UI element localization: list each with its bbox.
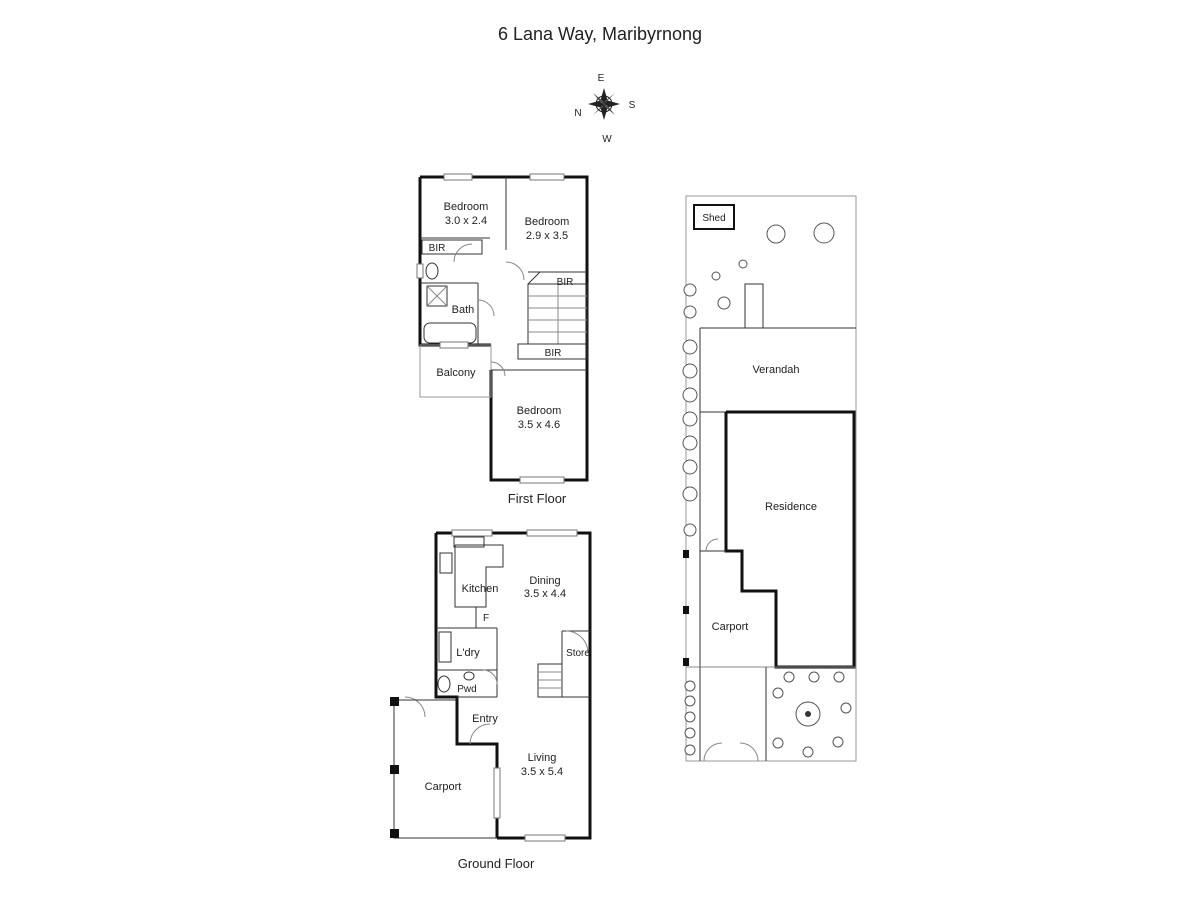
site-residence-label: Residence: [765, 501, 817, 513]
compass-west-label: W: [602, 134, 612, 145]
gf-entry-label: Entry: [472, 713, 498, 725]
toilet-icon: [425, 262, 439, 280]
bir-cupboard-1: [421, 239, 483, 255]
gf-powder-label: Pwd: [457, 684, 476, 695]
first-floor-caption: First Floor: [508, 491, 567, 506]
residence-outline: [724, 410, 856, 669]
site-shed-label: Shed: [702, 213, 725, 224]
gf-living-size: 3.5 x 5.4: [521, 766, 563, 778]
kitchen-sink-icon: [453, 536, 485, 548]
ff-bedroom1-size: 3.0 x 2.4: [445, 215, 487, 227]
path-outline: [744, 283, 764, 329]
compass-south-label: S: [629, 100, 636, 111]
ff-bedroom2-name: Bedroom: [525, 216, 570, 228]
gf-kitchen-label: Kitchen: [462, 583, 499, 595]
basin-icon: [463, 671, 475, 681]
gf-carport-label: Carport: [425, 781, 462, 793]
ground-toilet-icon: [437, 675, 451, 693]
ff-bir2-label: BIR: [557, 277, 574, 288]
bathtub-icon: [423, 322, 477, 344]
gf-fridge-label: F: [483, 613, 489, 624]
ground-floor-plan: [390, 529, 592, 842]
gf-dining-size: 3.5 x 4.4: [524, 588, 566, 600]
laundry-tub-icon: [438, 631, 452, 663]
site-boundary: [685, 195, 857, 762]
compass-east-label: E: [598, 73, 605, 84]
bir-cupboard-3: [517, 343, 588, 360]
ff-balcony-label: Balcony: [436, 367, 476, 379]
compass-rose-icon: [588, 88, 620, 120]
site-plan: [682, 195, 857, 762]
compass-north-label: N: [574, 108, 581, 119]
site-carport-label: Carport: [712, 621, 749, 633]
ff-bedroom3-size: 3.5 x 4.6: [518, 419, 560, 431]
gf-laundry-label: L'dry: [456, 647, 480, 659]
gf-store-label: Store: [566, 648, 590, 659]
ff-bir3-label: BIR: [545, 348, 562, 359]
gf-dining-name: Dining: [529, 575, 560, 587]
shed-outline: [693, 204, 735, 230]
ff-bedroom3-name: Bedroom: [517, 405, 562, 417]
site-verandah-label: Verandah: [752, 364, 799, 376]
ff-bir1-label: BIR: [429, 243, 446, 254]
plan-title: 6 Lana Way, Maribyrnong: [498, 24, 702, 44]
shower-icon: [426, 285, 448, 307]
ff-bedroom1-name: Bedroom: [444, 201, 489, 213]
cooktop-icon: [439, 552, 453, 574]
gf-living-name: Living: [528, 752, 557, 764]
ground-floor-caption: Ground Floor: [458, 856, 535, 871]
ff-bath-label: Bath: [452, 304, 475, 316]
first-floor-plan: [416, 173, 589, 484]
ff-bedroom2-size: 2.9 x 3.5: [526, 230, 568, 242]
